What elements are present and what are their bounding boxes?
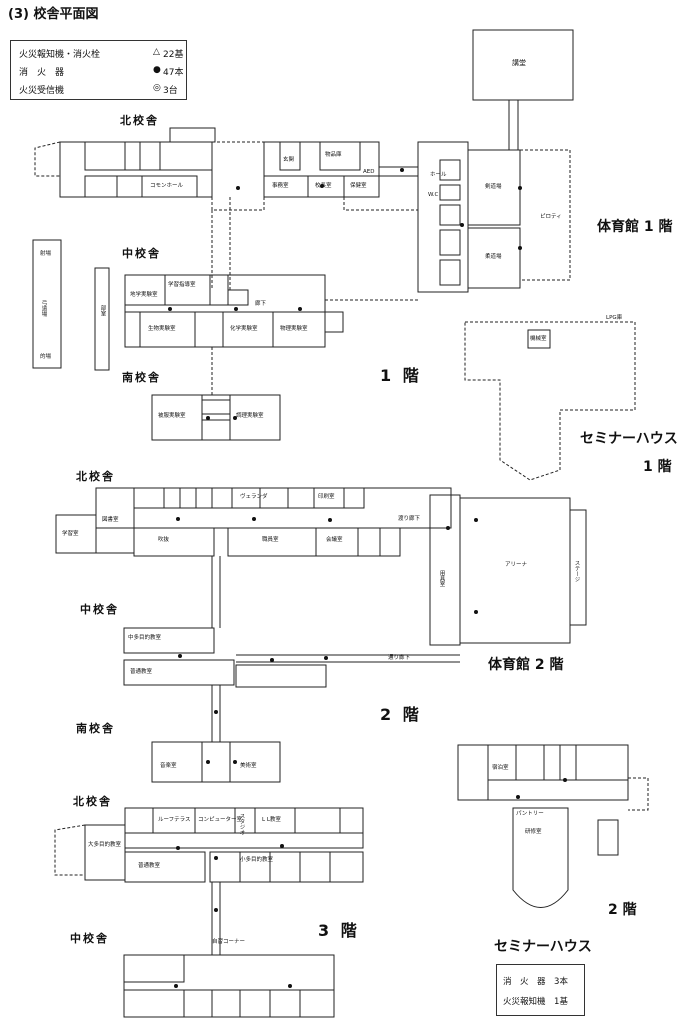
room-veranda: ヴェランダ bbox=[240, 494, 268, 500]
room-stage: ステージ bbox=[573, 560, 580, 582]
room-wc: W.C bbox=[428, 192, 439, 198]
room-lpg: LPG庫 bbox=[606, 315, 623, 321]
room-atrium: 吹抜 bbox=[158, 537, 170, 543]
room-pantry: パントリー bbox=[516, 811, 544, 817]
filled-circle-icon: ● bbox=[153, 65, 161, 75]
floor1-middle-building-label: 中校舎 bbox=[122, 247, 161, 260]
floor1-north-building-label: 北校舎 bbox=[120, 114, 159, 127]
room-biology-lab: 生物実験室 bbox=[148, 326, 176, 332]
room-club: 部室 bbox=[99, 305, 106, 316]
room-mid-multipurpose: 中多目的教室 bbox=[128, 635, 162, 641]
room-meeting: 会議室 bbox=[326, 537, 343, 543]
gym-floor2-label: 体育館 2 階 bbox=[488, 657, 564, 673]
page-title: (3) 校舎平面図 bbox=[8, 7, 99, 22]
room-ll: L L教室 bbox=[262, 817, 281, 823]
seminar-legend-box: 消 火 器 3本 火災報知機 1基 bbox=[496, 964, 585, 1016]
room-office: 事務室 bbox=[272, 183, 289, 189]
floor1-corridor-label: 廊下 bbox=[255, 301, 267, 307]
legend-label-receiver: 火災受信機 bbox=[19, 86, 65, 96]
room-self-study: 自習コーナー bbox=[212, 939, 246, 945]
room-art: 美術室 bbox=[240, 763, 257, 769]
room-storage: 物品庫 bbox=[325, 152, 342, 158]
room-target: 的場 bbox=[40, 354, 52, 360]
floor3-middle-building-label: 中校舎 bbox=[70, 932, 109, 945]
legend-label-alarm: 火災報知機・消火栓 bbox=[19, 50, 101, 60]
room-arena: アリーナ bbox=[505, 562, 528, 568]
floor3-label: 3 階 bbox=[318, 921, 360, 940]
room-judo: 柔道場 bbox=[485, 254, 502, 260]
room-music: 音楽室 bbox=[160, 763, 177, 769]
room-hall: ホール bbox=[430, 172, 447, 178]
room-guidance: 学習指導室 bbox=[168, 282, 196, 288]
seminar-house-floor1-label: セミナーハウス bbox=[580, 431, 678, 447]
seminar-floor2-number: 2 階 bbox=[608, 902, 637, 918]
room-principal: 校長室 bbox=[315, 183, 332, 189]
room-chemistry-lab: 化学実験室 bbox=[230, 326, 258, 332]
aed-marker: AED bbox=[363, 169, 375, 175]
seminar-legend-extinguisher: 消 火 器 3本 bbox=[503, 977, 568, 987]
room-cooking-lab: 調理実験室 bbox=[236, 413, 264, 419]
floor2-label: 2 階 bbox=[380, 705, 422, 724]
double-circle-icon: ◎ bbox=[153, 83, 161, 93]
room-piloti: ピロティ bbox=[540, 214, 562, 220]
floor2-south-building-label: 南校舎 bbox=[76, 722, 115, 735]
room-shooting-range: 射場 bbox=[40, 251, 52, 257]
triangle-icon: △ bbox=[153, 47, 160, 57]
floor2-passage-label: 通り廊下 bbox=[388, 655, 411, 661]
floor1-label: 1 階 bbox=[380, 366, 422, 385]
room-roof-terrace: ルーフテラス bbox=[158, 817, 191, 823]
room-earth-science-lab: 地学実験室 bbox=[130, 292, 158, 298]
room-physics-lab: 物理実験室 bbox=[280, 326, 308, 332]
legend-count-alarm: 22基 bbox=[163, 50, 184, 60]
room-small-multipurpose: 小多目的教室 bbox=[240, 857, 274, 863]
room-studio: スタジオ bbox=[238, 813, 245, 835]
legend-box: 火災報知機・消火栓 △ 22基 消 火 器 ● 47本 火災受信機 ◎ 3台 bbox=[10, 40, 187, 100]
room-printing: 印刷室 bbox=[318, 494, 335, 500]
seminar-legend-alarm: 火災報知機 1基 bbox=[503, 997, 568, 1007]
room-computer: コンピューター室 bbox=[198, 817, 243, 823]
seminar-floor1-number: 1 階 bbox=[643, 459, 672, 475]
room-kendo: 剣道場 bbox=[485, 184, 502, 190]
legend-label-extinguisher: 消 火 器 bbox=[19, 68, 65, 78]
room-entrance: 玄関 bbox=[283, 157, 295, 163]
room-auditorium: 講堂 bbox=[512, 59, 526, 67]
room-library: 図書室 bbox=[102, 517, 119, 523]
floor1-south-building-label: 南校舎 bbox=[122, 371, 161, 384]
legend-count-extinguisher: 47本 bbox=[163, 68, 184, 78]
floor2-north-building-label: 北校舎 bbox=[76, 470, 115, 483]
room-clothing-lab: 被服実験室 bbox=[158, 413, 186, 419]
room-nurse: 保健室 bbox=[350, 183, 367, 189]
floor3-north-building-label: 北校舎 bbox=[73, 795, 112, 808]
room-archery: 弓道場 bbox=[40, 300, 47, 317]
room-large-multipurpose: 大多目的教室 bbox=[88, 842, 122, 848]
floor2-middle-building-label: 中校舎 bbox=[80, 603, 119, 616]
legend-count-receiver: 3台 bbox=[163, 86, 178, 96]
room-equipment: 用具室 bbox=[438, 570, 445, 587]
seminar-house-label: セミナーハウス bbox=[494, 939, 592, 955]
room-staff: 職員室 bbox=[262, 537, 279, 543]
gym-floor1-label: 体育館 1 階 bbox=[597, 219, 673, 235]
room-classroom-3f: 普通教室 bbox=[138, 863, 161, 869]
room-lodging: 宿泊室 bbox=[492, 765, 509, 771]
room-machine: 機械室 bbox=[530, 336, 547, 342]
room-study: 学習室 bbox=[62, 531, 79, 537]
room-common-hall: コモンホール bbox=[150, 183, 184, 189]
room-training: 研修室 bbox=[525, 829, 542, 835]
room-classroom: 普通教室 bbox=[130, 669, 153, 675]
floor2-bridge-label: 渡り廊下 bbox=[398, 516, 421, 522]
